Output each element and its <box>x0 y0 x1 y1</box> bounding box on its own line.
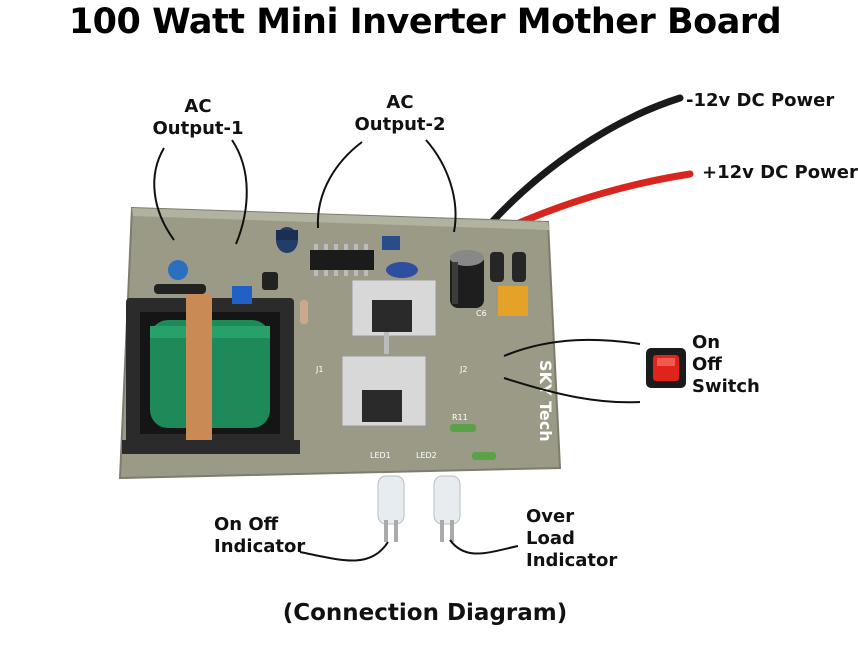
pointer-ac1-right <box>231 139 248 245</box>
diagram-caption: (Connection Diagram) <box>282 600 568 626</box>
ic-chip <box>310 250 374 270</box>
led-over-load <box>433 475 461 542</box>
label-ac-output-2: AC Output-2 <box>354 92 446 135</box>
pointer-ac2-left <box>316 141 363 229</box>
capacitor-blue-small <box>168 260 188 280</box>
capacitor-orange <box>498 286 528 316</box>
marking-c6: C6 <box>476 309 487 318</box>
transformer <box>122 294 300 454</box>
capacitor-pair-1 <box>490 252 504 282</box>
label-positive-power: +12v DC Power <box>702 162 858 183</box>
capacitor-pair-2 <box>512 252 526 282</box>
pointer-ac2-right <box>425 139 457 233</box>
marking-j1: J1 <box>315 365 323 374</box>
board-brand: SKY Tech <box>536 360 555 442</box>
pointer-switch-on <box>503 338 641 357</box>
diode-left <box>154 284 206 294</box>
marking-led2: LED2 <box>416 451 437 460</box>
heatsink-top <box>351 279 437 354</box>
pointer-lines <box>153 139 641 562</box>
label-negative-power: -12v DC Power <box>686 90 835 111</box>
pointer-over-load <box>449 539 519 555</box>
negative-wire <box>488 94 684 226</box>
label-on-off-switch: On Off Switch <box>692 332 760 397</box>
rocker-switch <box>646 348 686 388</box>
capacitor-large <box>450 250 484 308</box>
label-ac-output-1: AC Output-1 <box>152 96 244 139</box>
positive-wire <box>508 170 694 230</box>
marking-led1: LED1 <box>370 451 391 460</box>
led-on-off <box>377 475 405 542</box>
heatsink-bottom <box>341 355 427 427</box>
label-on-off-indicator: On Off Indicator <box>214 514 306 557</box>
label-over-load-indicator: Over Load Indicator <box>526 506 618 571</box>
page-title: 100 Watt Mini Inverter Mother Board <box>68 2 782 42</box>
pointer-on-off-indicator <box>299 541 389 562</box>
blue-trimmer <box>232 286 252 304</box>
pointer-ac1-left <box>153 147 175 241</box>
marking-r11: R11 <box>452 413 468 422</box>
marking-j2: J2 <box>459 365 467 374</box>
pointer-switch-off <box>503 377 641 404</box>
